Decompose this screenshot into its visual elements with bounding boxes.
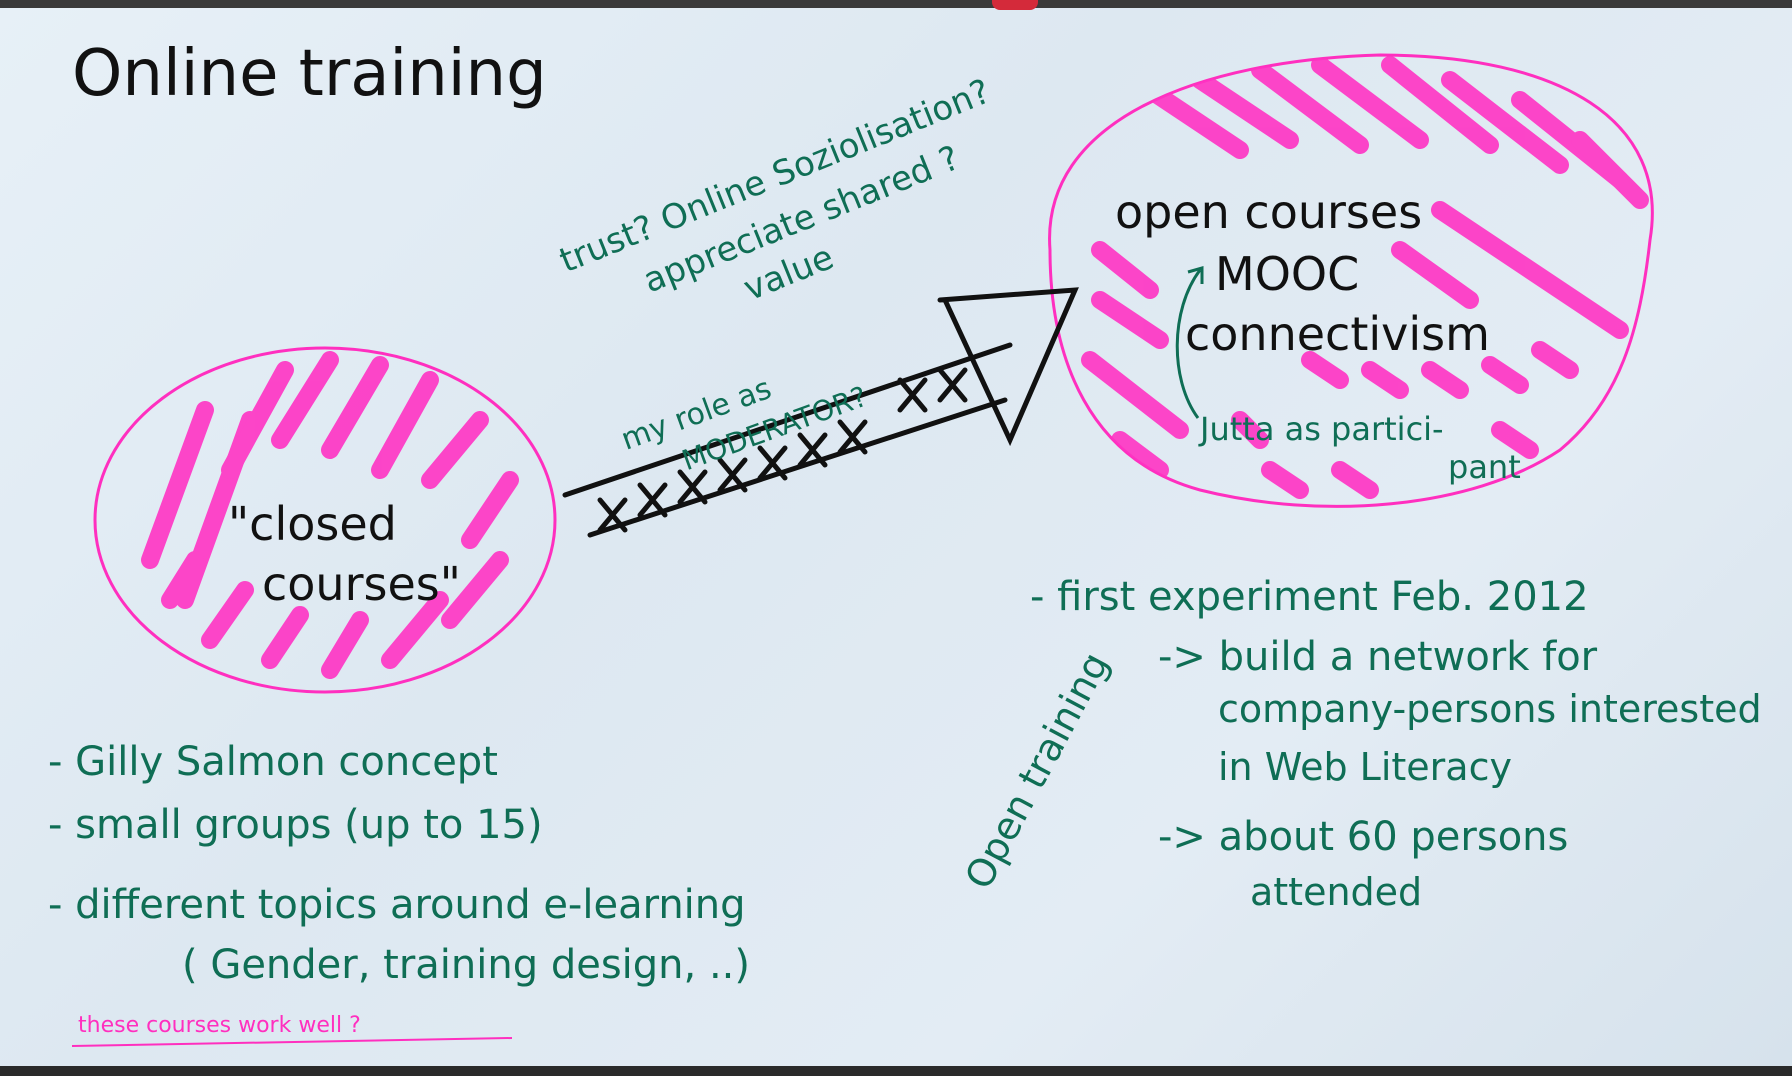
footnote-underline xyxy=(71,1037,513,1047)
open-note-2: -> build a network for xyxy=(1158,634,1598,680)
top-edge xyxy=(0,0,1792,8)
closed-note-1: - Gilly Salmon concept xyxy=(48,739,498,785)
open-training-side-label: Open training xyxy=(956,645,1117,896)
ladder-arrow xyxy=(562,287,1079,538)
red-tab xyxy=(992,0,1038,10)
open-courses-blob xyxy=(1048,53,1654,508)
closed-note-4: ( Gender, training design, ..) xyxy=(182,942,750,988)
title: Online training xyxy=(72,37,547,111)
open-blob-line1: open courses xyxy=(1115,185,1422,239)
closed-courses-blob xyxy=(93,346,557,694)
footnote: these courses work well ? xyxy=(78,1013,361,1038)
open-note-5: -> about 60 persons xyxy=(1158,814,1568,860)
open-blob-line5: pant xyxy=(1448,448,1521,486)
closed-blob-line2: courses" xyxy=(262,557,461,611)
open-blob-line2: MOOC xyxy=(1215,247,1359,301)
closed-note-3: - different topics around e-learning xyxy=(48,882,746,928)
open-note-4: in Web Literacy xyxy=(1218,745,1512,789)
bottom-edge xyxy=(0,1066,1792,1076)
curved-arrow xyxy=(1175,266,1204,419)
open-blob-line4: Jutta as partici- xyxy=(1198,410,1444,448)
open-note-1: - first experiment Feb. 2012 xyxy=(1030,574,1589,620)
open-note-3: company-persons interested xyxy=(1218,687,1762,731)
open-note-6: attended xyxy=(1250,870,1422,914)
closed-blob-line1: "closed xyxy=(228,497,397,551)
open-blob-line3: connectivism xyxy=(1185,307,1490,361)
closed-note-2: - small groups (up to 15) xyxy=(48,802,543,848)
